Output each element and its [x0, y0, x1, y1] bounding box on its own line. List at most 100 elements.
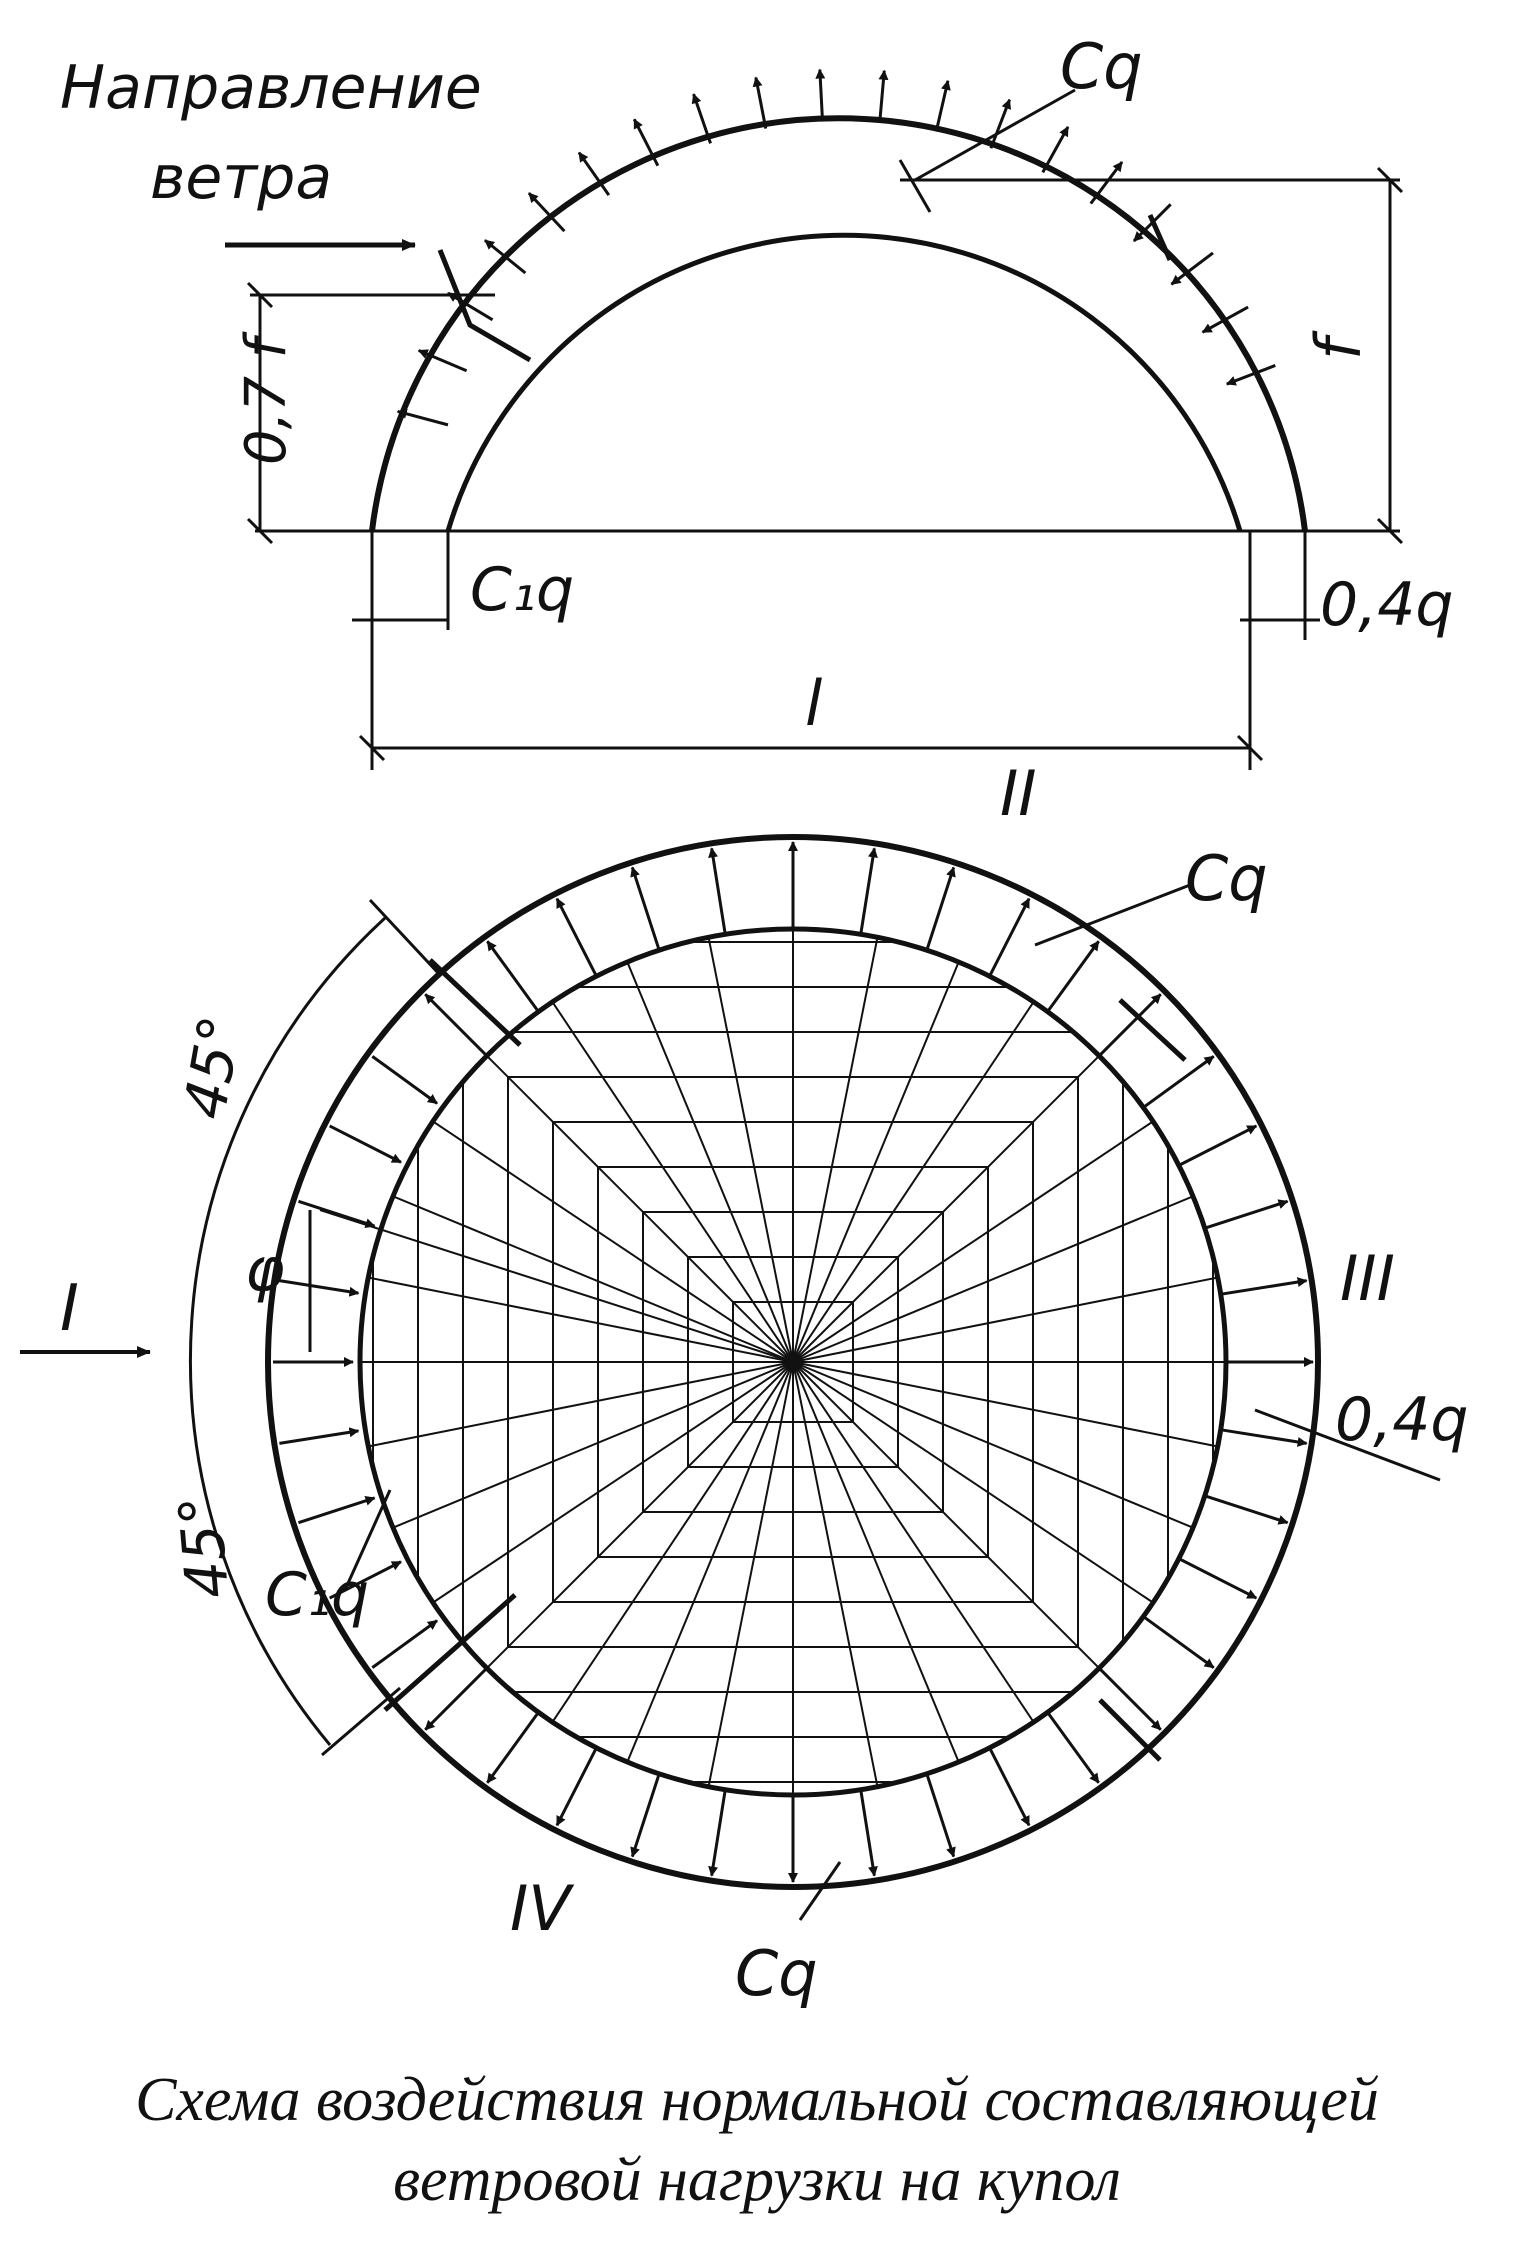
cq-leader-tick — [898, 159, 932, 213]
dome-load-arrows — [396, 68, 1276, 427]
dome-plan-view: I II III IV Cq Cq 0,4q C₁q 45° 45° φ — [20, 757, 1469, 2010]
dome-suction-arrow — [691, 93, 712, 144]
plan-radial-line — [612, 1361, 794, 1795]
dome-suction-arrow — [632, 118, 660, 167]
plan-suction-arrow — [1222, 1428, 1308, 1447]
wind-label-line1: Направление — [60, 53, 482, 123]
plan-pressure-arrow — [279, 1427, 360, 1445]
dome-suction-arrow — [815, 68, 826, 122]
dome-suction-arrow — [1089, 161, 1124, 205]
plan-radial-line — [459, 1028, 794, 1363]
phi-ray — [319, 1209, 794, 1363]
plan-radial-line — [612, 929, 794, 1363]
cq-label-plan-top: Cq — [1185, 842, 1268, 915]
caption-line2: ветровой нагрузки на купол — [393, 2146, 1121, 2214]
plan-suction-arrow — [859, 1791, 878, 1877]
plan-suction-arrow — [859, 847, 878, 933]
angle-label-upper: 45° — [170, 1011, 255, 1124]
dome-diagram-step-right — [1147, 213, 1173, 262]
angle-ext-lower — [321, 1686, 401, 1757]
plan-suction-arrow — [1179, 1124, 1258, 1166]
f-label: f — [1302, 330, 1375, 360]
dome-suction-arrow — [527, 192, 566, 233]
plan-radial-line — [700, 929, 794, 1363]
dome-suction-arrow — [396, 408, 449, 427]
dome-pressure-arrow — [1170, 251, 1214, 286]
plan-pressure-arrow — [328, 1124, 402, 1164]
dome-inner-arc — [445, 232, 1243, 532]
phi-label: φ — [245, 1235, 285, 1305]
plan-radial-line — [792, 929, 886, 1363]
plan-suction-arrow — [555, 1748, 597, 1827]
plan-radial-line — [792, 1269, 1226, 1363]
f-tick-bottom — [1376, 517, 1404, 545]
plan-suction-arrow — [925, 866, 956, 949]
plan-suction-arrow — [486, 940, 539, 1011]
dome-suction-arrow — [878, 69, 889, 123]
angle-ext-upper — [368, 898, 442, 977]
dome-pressure-arrow — [1201, 305, 1249, 334]
span-tick-left — [358, 734, 386, 762]
dome-elevation: Направление ветра Cq f 0,7 f C₁q 0,4q — [60, 30, 1454, 770]
plan-grid-square — [507, 1076, 1079, 1648]
plan-suction-arrow — [1047, 1713, 1100, 1784]
angle-label-lower: 45° — [166, 1493, 243, 1601]
plan-radial-line — [792, 1361, 1127, 1696]
dome-suction-arrow — [752, 76, 768, 129]
plan-step-upper-left — [428, 958, 522, 1047]
sector-III-label: III — [1340, 1242, 1395, 1315]
dome-suction-arrow — [577, 151, 611, 197]
plan-load-diagram-outline — [383, 958, 1187, 1762]
plan-suction-arrow — [630, 866, 661, 949]
plan-suction-arrow — [1099, 1668, 1162, 1731]
plan-suction-arrow — [708, 847, 727, 933]
plan-suction-arrow — [708, 1791, 727, 1877]
plan-pressure-arrow — [371, 1619, 438, 1669]
plan-grid-square — [642, 1211, 944, 1513]
angle-dimension-arc — [189, 916, 387, 1746]
plan-radial-line — [792, 929, 974, 1363]
dome-suction-arrow — [1041, 126, 1070, 174]
plan-suction-arrow — [424, 1668, 487, 1731]
plan-radial-line — [360, 1361, 794, 1455]
sector-I-label: I — [60, 1272, 79, 1346]
plan-pressure-arrow — [297, 1495, 376, 1525]
plan-suction-arrow — [1047, 940, 1100, 1011]
plan-pressure-arrow — [297, 1199, 376, 1229]
c1q-label-plan: C₁q — [265, 1560, 369, 1630]
plan-radial-line — [792, 1361, 974, 1795]
plan-load-arrows — [273, 841, 1314, 1883]
cq-label-top-view: Cq — [1060, 30, 1143, 103]
f07-tick-bottom — [246, 517, 274, 545]
plan-grid — [360, 929, 1226, 1795]
dome-pressure-arrow — [1225, 364, 1276, 386]
plan-step-lower-right — [1098, 1698, 1162, 1762]
caption-line1: Схема воздействия нормальной составляюще… — [135, 2066, 1379, 2134]
plan-suction-arrow — [989, 897, 1031, 976]
plan-radial-line — [360, 1361, 794, 1543]
plan-radial-line — [792, 1181, 1226, 1363]
plan-suction-arrow — [555, 897, 597, 976]
plan-suction-arrow — [1206, 1199, 1289, 1230]
plan-grid-square — [732, 1301, 854, 1423]
plan-suction-arrow — [424, 993, 487, 1056]
c1q-label-top-view: C₁q — [470, 555, 574, 625]
plan-radial-line — [792, 1361, 1226, 1455]
plan-step-lower-left — [383, 1593, 517, 1712]
plan-radial-line — [360, 1269, 794, 1363]
plan-step-upper-right — [1118, 998, 1187, 1062]
plan-suction-arrow — [1144, 1055, 1215, 1108]
q04-label-plan: 0,4q — [1335, 1385, 1469, 1455]
dome-suction-arrow — [484, 239, 527, 275]
plan-grid-square — [372, 941, 1214, 1783]
dome-load-diagram-outline — [437, 213, 1173, 363]
plan-pressure-arrow — [328, 1560, 402, 1600]
span-tick-right — [1236, 734, 1264, 762]
plan-suction-arrow — [630, 1775, 661, 1858]
cq-bottom-leader — [798, 1861, 842, 1921]
wind-label-line2: ветра — [150, 143, 332, 213]
cq-leader-line — [914, 88, 1076, 182]
plan-suction-arrow — [1222, 1277, 1308, 1296]
dome-suction-arrow — [989, 98, 1012, 149]
